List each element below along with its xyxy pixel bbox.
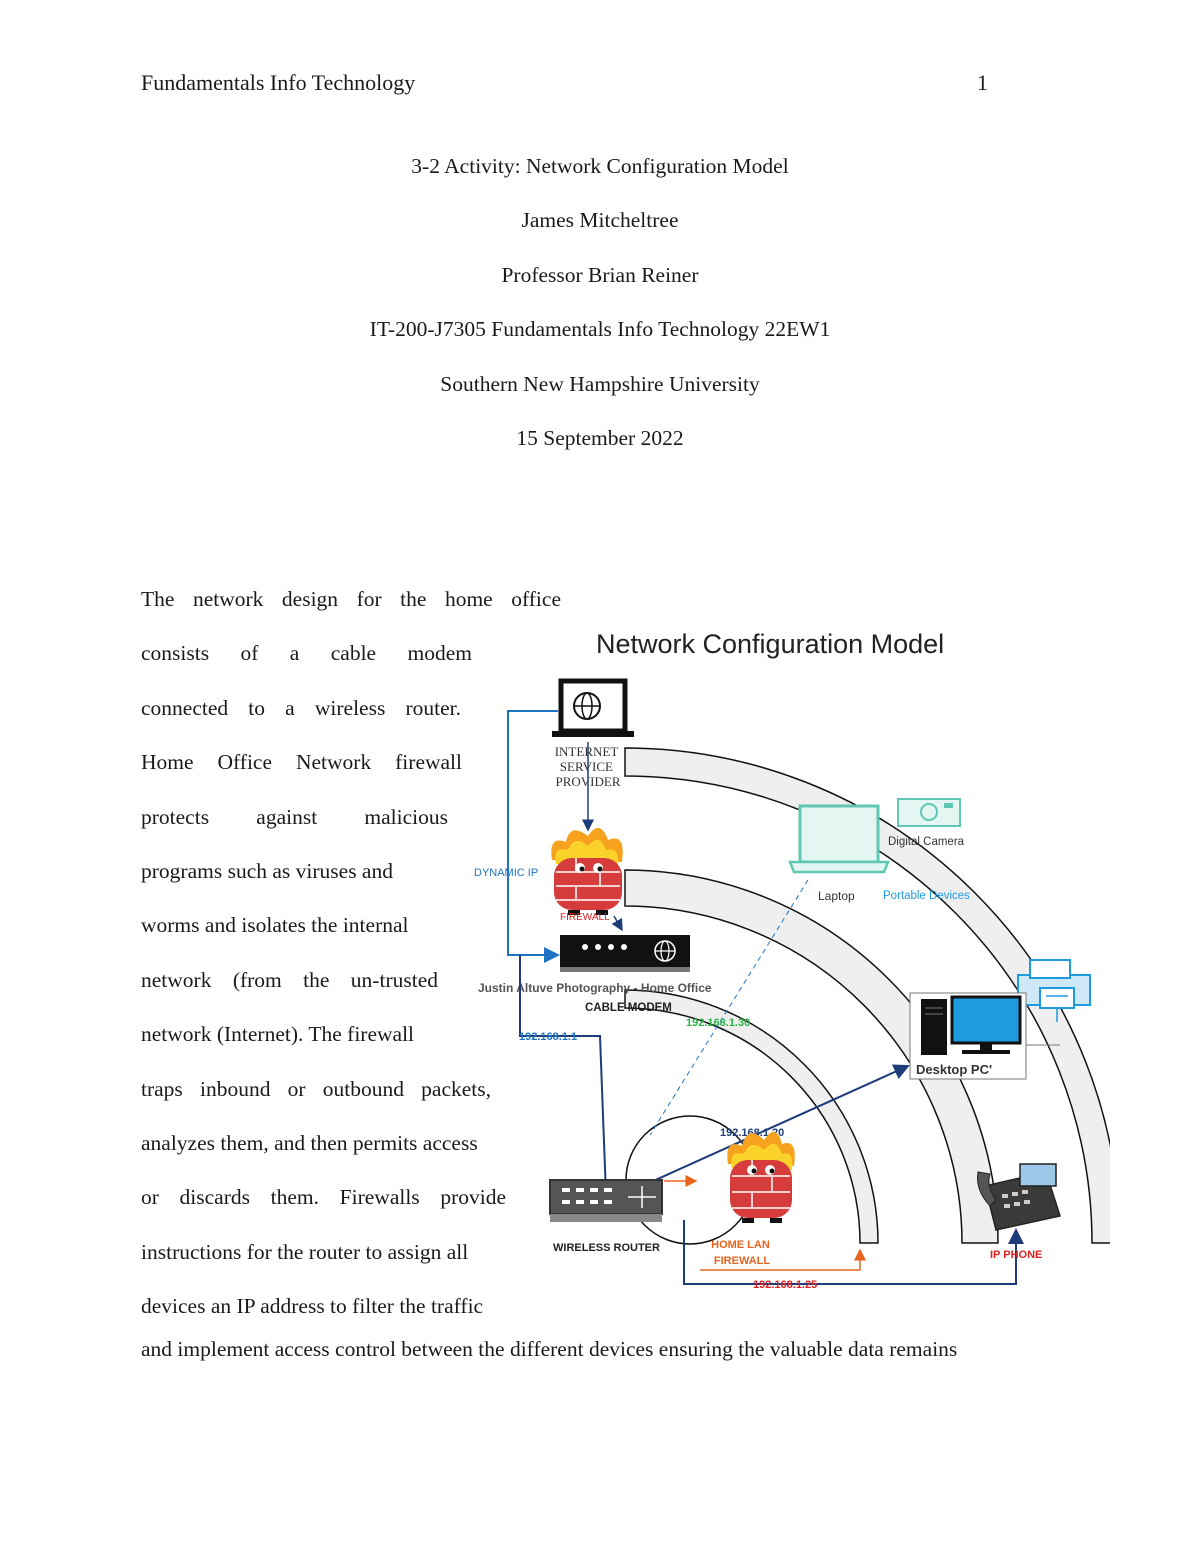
body-line: protects against malicious bbox=[141, 804, 448, 829]
cable-modem-label: CABLE MODEM bbox=[585, 1002, 672, 1014]
signal-arc-inner bbox=[624, 989, 879, 1244]
lan-firewall-to-arc-link bbox=[700, 1248, 866, 1271]
isp-to-modem-link bbox=[507, 710, 560, 963]
printer-icon bbox=[1017, 959, 1091, 1022]
firewall-icon bbox=[551, 827, 623, 915]
body-line: Home Office Network firewall bbox=[141, 750, 462, 775]
author-name: James Mitcheltree bbox=[521, 208, 679, 233]
paper-title: 3-2 Activity: Network Configuration Mode… bbox=[411, 154, 789, 178]
laptop-wireless-link bbox=[649, 879, 809, 1136]
modem-to-router-link bbox=[519, 955, 614, 1197]
body-line: or discards them. Firewalls provide bbox=[141, 1185, 506, 1210]
professor-name: Professor Brian Reiner bbox=[501, 262, 699, 287]
firewall-to-modem-link bbox=[611, 915, 623, 932]
laptop-label: Laptop bbox=[818, 889, 855, 903]
body-line: network (from the un-trusted bbox=[141, 967, 438, 992]
body-line: programs such as viruses and bbox=[141, 858, 393, 883]
institution-name: Southern New Hampshire University bbox=[440, 371, 760, 396]
ip-phone-icon bbox=[977, 1163, 1061, 1231]
diagram-title: Network Configuration Model bbox=[596, 629, 944, 659]
body-line: analyzes them, and then permits access bbox=[141, 1130, 478, 1155]
router-ip-label: 192.168.1.1 bbox=[519, 1031, 577, 1043]
desktop-pc-label: Desktop PC' bbox=[916, 1062, 992, 1077]
laptop-ip-label: 192.168.1.30 bbox=[686, 1017, 750, 1029]
globe-laptop-icon bbox=[552, 678, 634, 737]
body-continuation-line: and implement access control between the… bbox=[141, 1337, 958, 1361]
wireless-router-label: WIRELESS ROUTER bbox=[553, 1242, 660, 1254]
body-line: instructions for the router to assign al… bbox=[141, 1239, 469, 1264]
body-paragraph: The network design for the home office c… bbox=[141, 572, 561, 1333]
body-line: The network design for the home office bbox=[141, 587, 561, 611]
title-page-block: 3-2 Activity: Network Configuration Mode… bbox=[0, 149, 1200, 475]
camera-icon bbox=[897, 798, 961, 827]
network-diagram: Network Configuration Model INTERNET SER… bbox=[470, 620, 1110, 1310]
body-line: connected to a wireless router. bbox=[141, 695, 461, 720]
submission-date: 15 September 2022 bbox=[516, 425, 684, 450]
phone-ip-label: 192.168.1.25 bbox=[753, 1279, 817, 1291]
network-diagram-svg: Network Configuration Model INTERNET SER… bbox=[474, 629, 1110, 1291]
ip-phone-label: IP PHONE bbox=[990, 1249, 1042, 1261]
lan-firewall-icon bbox=[727, 1131, 795, 1223]
desktop-pc-icon bbox=[909, 992, 1027, 1080]
isp-label: INTERNET SERVICE PROVIDER bbox=[555, 744, 622, 789]
cable-modem-icon bbox=[560, 935, 690, 972]
firewall-label: FIREWALL bbox=[560, 912, 610, 923]
body-line: consists of a cable modem bbox=[141, 641, 472, 666]
wireless-router-icon bbox=[549, 1179, 663, 1222]
router-to-desktop-link bbox=[619, 1064, 910, 1197]
laptop-icon bbox=[788, 804, 890, 874]
body-line: worms and isolates the internal bbox=[141, 913, 409, 938]
digital-camera-label: Digital Camera bbox=[888, 836, 965, 848]
body-line: devices an IP address to filter the traf… bbox=[141, 1294, 484, 1319]
portable-devices-label: Portable Devices bbox=[883, 890, 970, 902]
body-line: traps inbound or outbound packets, bbox=[141, 1076, 491, 1101]
running-head: Fundamentals Info Technology bbox=[141, 70, 416, 95]
company-label: Justin Altuve Photography - Home Office bbox=[478, 981, 712, 995]
dynamic-ip-label: DYNAMIC IP bbox=[474, 867, 538, 879]
home-lan-firewall-label: HOME LAN FIREWALL bbox=[711, 1239, 773, 1267]
course-name: IT-200-J7305 Fundamentals Info Technolog… bbox=[369, 317, 831, 342]
body-line: network (Internet). The firewall bbox=[141, 1022, 415, 1047]
router-to-phone-link bbox=[683, 1220, 1024, 1285]
page-number: 1 bbox=[977, 70, 988, 95]
